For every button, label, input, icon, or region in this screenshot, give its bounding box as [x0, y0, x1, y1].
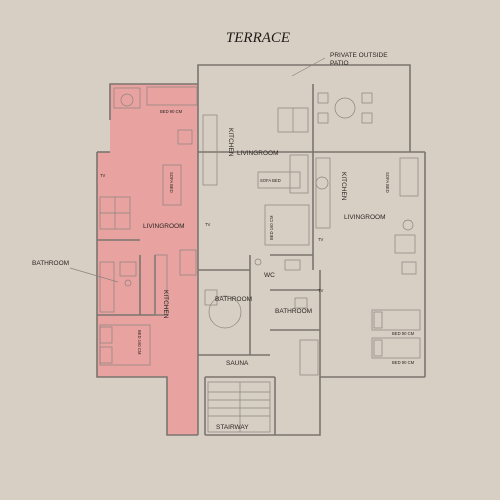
label-bed160-left: BED 160 CM	[137, 330, 142, 355]
label-bed90-right-1: BED 90 CM	[392, 331, 415, 336]
label-bed160-center: BED 160 CM	[269, 215, 274, 240]
walls	[96, 64, 426, 436]
label-livingroom-right: LIVINGROOM	[344, 214, 386, 221]
label-tv-1: TV	[100, 173, 106, 178]
label-kitchen-left: KITCHEN	[162, 290, 169, 319]
label-sauna: SAUNA	[226, 360, 249, 367]
label-bathroom-callout: BATHROOM	[32, 260, 69, 267]
furniture	[69, 57, 421, 433]
label-bathroom-center: BATHROOM	[215, 296, 252, 303]
label-patio-2: PATIO	[330, 60, 349, 67]
label-sofabed-left: SOFA BED	[169, 172, 174, 193]
highlighted-apartment	[97, 84, 198, 435]
label-kitchen-center: KITCHEN	[227, 128, 234, 157]
label-bed90-right-2: BED 90 CM	[392, 360, 415, 365]
label-tv-4: TV	[318, 288, 324, 293]
label-livingroom-left: LIVINGROOM	[143, 223, 185, 230]
label-bathroom-right: BATHROOM	[275, 308, 312, 315]
label-tv-3: TV	[318, 237, 324, 242]
label-bed90-top: BED 90 CM	[160, 109, 183, 114]
label-sofabed-center: SOFA BED	[260, 178, 281, 183]
label-stairway: STAIRWAY	[216, 424, 249, 431]
label-tv-2: TV	[205, 222, 211, 227]
label-wc: WC	[264, 272, 275, 279]
plan-title: TERRACE	[226, 30, 290, 46]
label-livingroom-center: LIVINGROOM	[237, 150, 279, 157]
label-kitchen-right: KITCHEN	[340, 172, 347, 201]
label-patio: PRIVATE OUTSIDE	[330, 52, 388, 59]
label-sofabed-right: SOFA BED	[385, 172, 390, 193]
